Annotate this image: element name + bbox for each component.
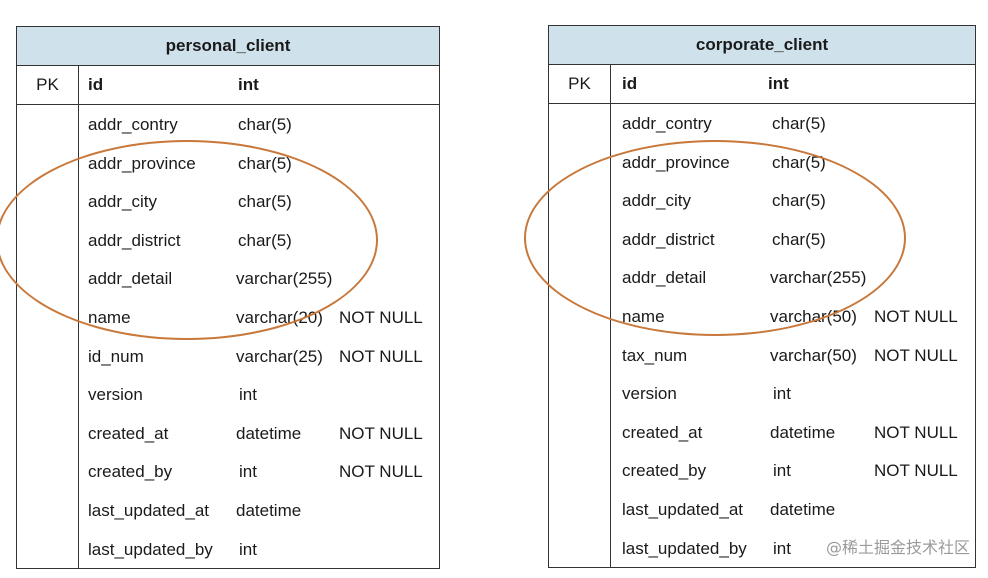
column-name: last_updated_at: [88, 501, 209, 520]
column-type: varchar(255): [770, 268, 867, 288]
column-type: varchar(255): [236, 269, 333, 289]
column-name: last_updated_by: [622, 538, 747, 558]
column-type: datetime: [770, 500, 836, 519]
column-type: varchar(20): [236, 308, 323, 327]
column-type: char(5): [238, 230, 292, 250]
column-constraint: NOT NULL: [874, 461, 958, 481]
watermark: @稀土掘金技术社区: [825, 538, 970, 557]
column-type: varchar(50): [770, 307, 857, 326]
column-type: int: [773, 461, 791, 481]
pk-column-name: id: [88, 75, 104, 94]
pk-column-type: int: [768, 74, 789, 93]
column-constraint: NOT NULL: [339, 423, 423, 443]
column-type: varchar(50): [770, 345, 857, 365]
column-type: char(5): [772, 114, 826, 133]
column-type: char(5): [772, 152, 826, 172]
column-name: version: [88, 385, 143, 405]
attribute-list: addr_contry char(5) addr_province char(5) ad…: [549, 104, 975, 567]
column-type: char(5): [772, 191, 826, 211]
column-name: addr_province: [88, 153, 196, 173]
column-name: addr_district: [622, 229, 715, 249]
pk-column-name: id: [622, 74, 638, 93]
column-divider: [609, 104, 611, 567]
column-name: addr_city: [88, 192, 157, 212]
column-type: char(5): [238, 192, 292, 212]
column-type: int: [773, 384, 791, 404]
column-type: varchar(25): [236, 346, 323, 366]
table-title: personal_client: [17, 27, 439, 66]
column-name: created_by: [88, 462, 173, 482]
pk-label: PK: [549, 65, 611, 103]
column-divider: [77, 105, 79, 568]
column-type: datetime: [236, 423, 302, 443]
column-constraint: NOT NULL: [339, 346, 423, 366]
column-name: version: [622, 384, 677, 404]
pk-label: PK: [17, 66, 79, 104]
column-type: datetime: [236, 501, 302, 520]
column-type: char(5): [238, 153, 292, 173]
column-name: name: [622, 307, 665, 326]
column-constraint: NOT NULL: [874, 345, 958, 365]
column-name: created_at: [622, 422, 703, 442]
column-name: id_num: [88, 346, 144, 366]
column-name: addr_detail: [88, 269, 173, 289]
column-constraint: NOT NULL: [874, 422, 958, 442]
column-type: int: [239, 462, 257, 482]
column-name: addr_city: [622, 191, 691, 211]
column-type: char(5): [238, 115, 292, 134]
column-constraint: NOT NULL: [339, 462, 423, 482]
column-type: int: [239, 385, 257, 405]
table-title: corporate_client: [549, 26, 975, 65]
column-type: datetime: [770, 422, 836, 442]
column-type: int: [239, 539, 257, 559]
column-name: last_updated_by: [88, 539, 213, 559]
column-name: last_updated_at: [622, 500, 743, 519]
primary-key-row: PK id int: [549, 65, 975, 104]
primary-key-row: PK id int: [17, 66, 439, 105]
column-name: created_by: [622, 461, 707, 481]
column-constraint: NOT NULL: [874, 307, 958, 326]
column-type: char(5): [772, 229, 826, 249]
column-name: tax_num: [622, 345, 688, 365]
column-type: int: [773, 538, 791, 558]
column-name: name: [88, 308, 131, 327]
column-name: addr_detail: [622, 268, 707, 288]
pk-column-type: int: [238, 75, 259, 94]
column-name: addr_province: [622, 152, 730, 172]
column-name: addr_contry: [622, 114, 712, 133]
attribute-list: addr_contry char(5) addr_province char(5) ad…: [17, 105, 439, 568]
column-name: created_at: [88, 423, 169, 443]
column-constraint: NOT NULL: [339, 308, 423, 327]
column-name: addr_contry: [88, 115, 178, 134]
column-name: addr_district: [88, 230, 181, 250]
